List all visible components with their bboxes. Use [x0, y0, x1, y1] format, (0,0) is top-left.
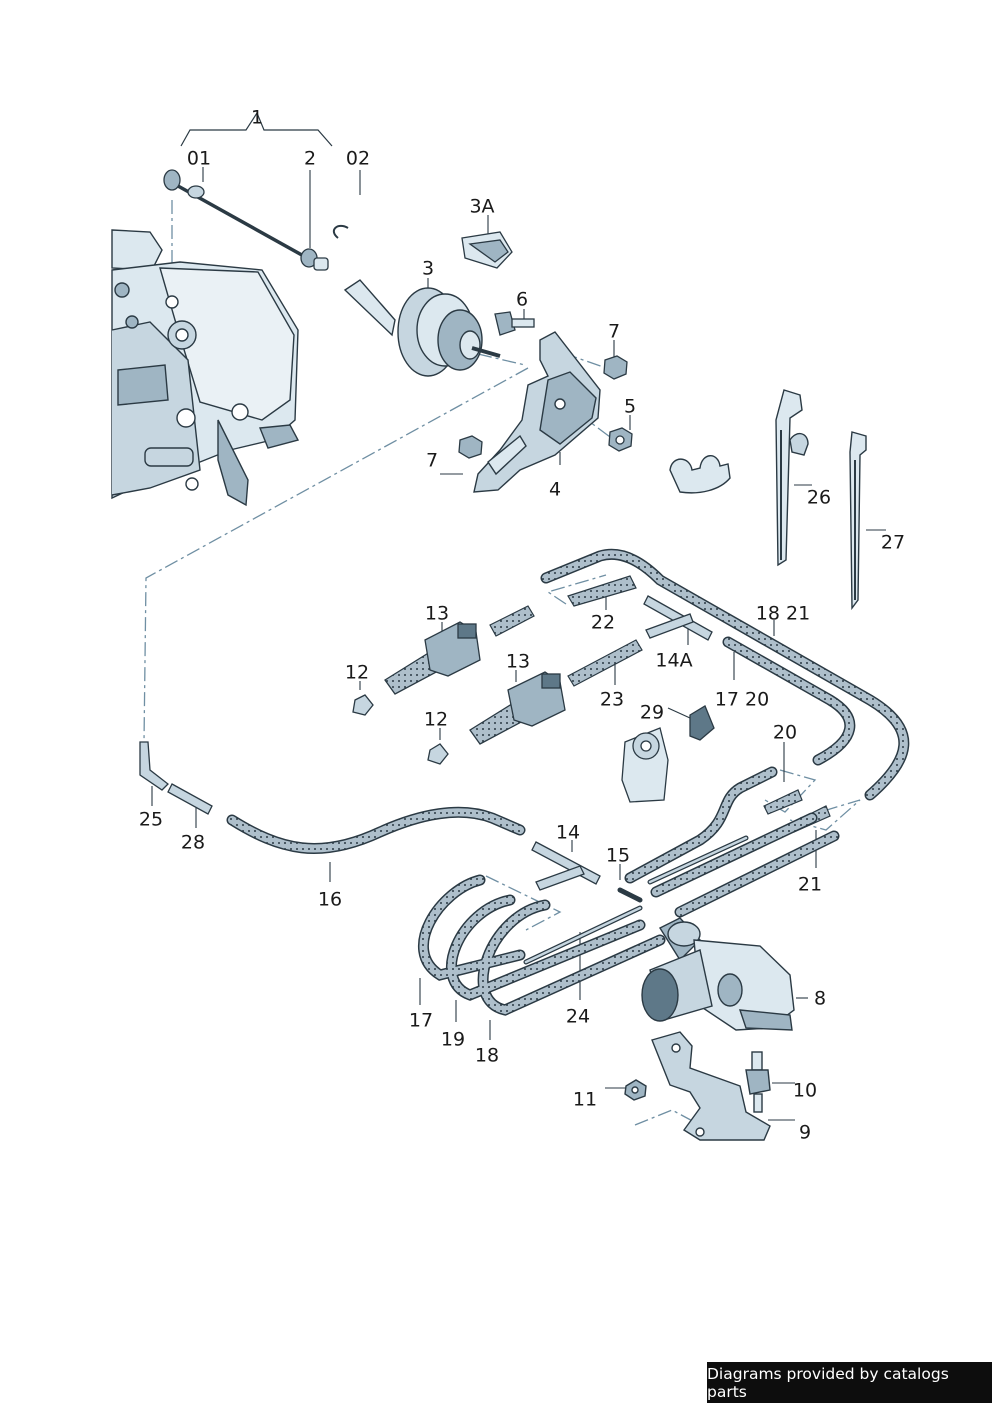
callout-14A: 14A — [655, 649, 693, 672]
callout-14: 14 — [555, 821, 581, 844]
credit-banner: Diagrams provided by catalogs parts — [707, 1362, 992, 1403]
hose-clips — [669, 389, 867, 611]
thin-pipes-fill — [524, 836, 748, 964]
callout-12-upper: 12 — [344, 661, 370, 684]
elbow-hose — [139, 741, 169, 791]
callout-18-21: 18 21 — [755, 602, 811, 625]
bolt-part — [494, 311, 535, 336]
callout-28: 28 — [180, 831, 206, 854]
callout-8: 8 — [813, 987, 827, 1010]
vacuum-hoses — [226, 548, 910, 1016]
callout-5: 5 — [623, 395, 637, 418]
vacuum-pump — [641, 917, 795, 1031]
callout-7-lower: 7 — [425, 449, 439, 472]
callout-13-lower: 13 — [505, 650, 531, 673]
callout-25: 25 — [138, 808, 164, 831]
callout-4: 4 — [548, 478, 562, 501]
callout-1: 1 — [250, 106, 264, 129]
callout-10: 10 — [792, 1079, 818, 1102]
callout-26: 26 — [806, 486, 832, 509]
callout-01: 01 — [186, 147, 212, 170]
credit-text: Diagrams provided by catalogs parts — [707, 1364, 949, 1401]
callout-2: 2 — [303, 147, 317, 170]
callout-12-lower: 12 — [423, 708, 449, 731]
callout-17: 17 — [408, 1009, 434, 1032]
callout-17-20: 17 20 — [714, 688, 770, 711]
callout-22: 22 — [590, 611, 616, 634]
callout-7-upper: 7 — [607, 320, 621, 343]
hose-clamp — [621, 705, 715, 803]
engine-block-illustration — [111, 229, 300, 507]
cap-part — [461, 231, 513, 269]
callout-02: 02 — [345, 147, 371, 170]
callout-18: 18 — [474, 1044, 500, 1067]
callout-9: 9 — [798, 1121, 812, 1144]
callout-23: 23 — [599, 688, 625, 711]
vacuum-actuator — [343, 279, 501, 377]
connecting-rod — [163, 169, 349, 271]
callout-13-upper: 13 — [424, 602, 450, 625]
callout-29: 29 — [639, 701, 665, 724]
callout-20: 20 — [772, 721, 798, 744]
mounting-bracket — [473, 331, 601, 493]
tee-connectors — [167, 595, 713, 891]
callout-15: 15 — [605, 844, 631, 867]
callout-24: 24 — [565, 1005, 591, 1028]
strap-holes — [780, 430, 856, 600]
callout-16: 16 — [317, 888, 343, 911]
group-bracket — [180, 111, 333, 147]
callout-3A: 3A — [469, 195, 495, 218]
callout-3: 3 — [421, 257, 435, 280]
callout-11: 11 — [572, 1088, 598, 1111]
callout-27: 27 — [880, 531, 906, 554]
nut-parts — [458, 355, 633, 459]
callout-19: 19 — [440, 1028, 466, 1051]
callout-21: 21 — [797, 873, 823, 896]
solenoid-valves — [352, 621, 566, 765]
callout-6: 6 — [515, 288, 529, 311]
pump-bracket — [624, 1031, 771, 1141]
